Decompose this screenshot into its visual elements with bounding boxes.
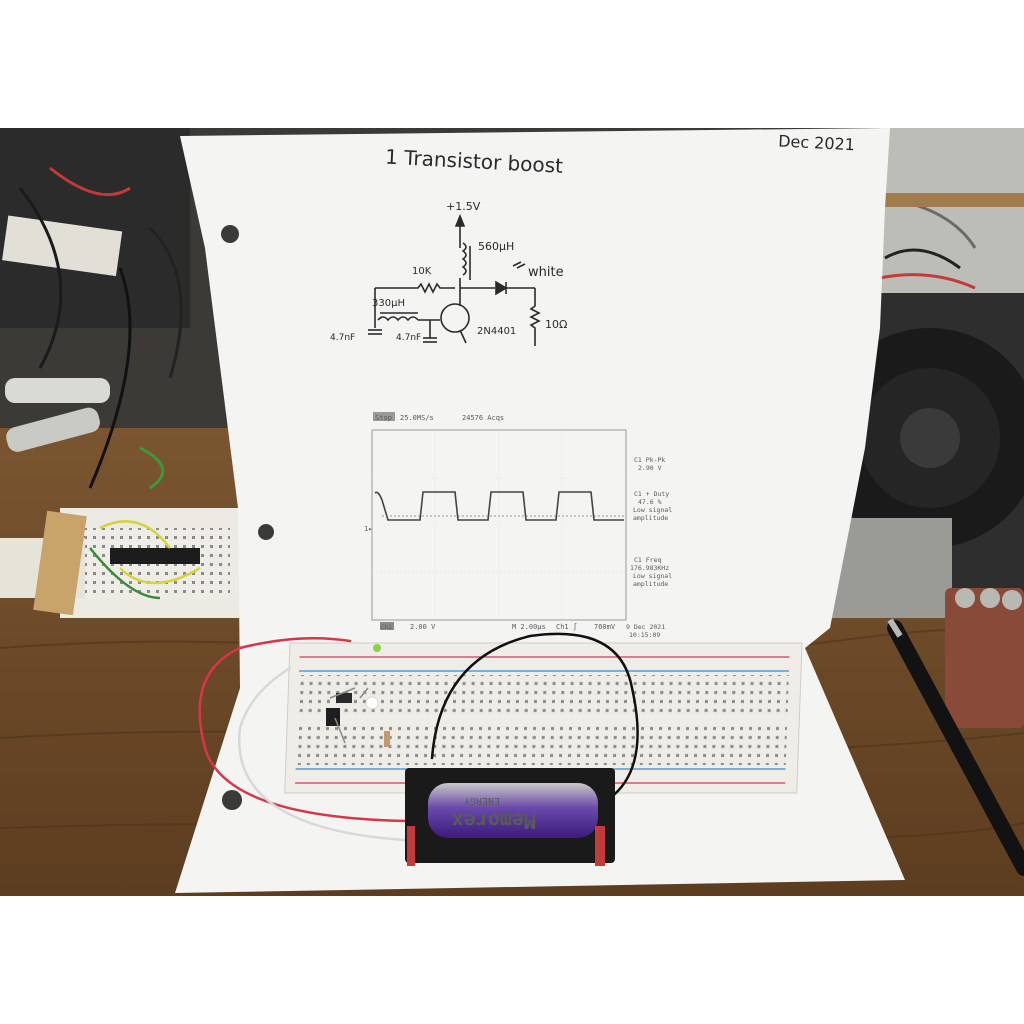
scope-ch1-label: Ch1 [381,624,392,631]
scope-freq-value: 176.983KHz [630,564,669,572]
battery-holder [405,768,615,863]
circuit-components [326,644,390,747]
scope-pkpk-value: 2.90 V [638,464,662,472]
left-breadboard-wires [89,520,201,600]
led-indicator [373,644,381,652]
main-breadboard [284,642,803,794]
label-inductor-main: 560μH [478,240,514,253]
battery-line: ENERGY [464,795,500,806]
scope-timebase: M 2.00μs [512,623,546,631]
pen [887,620,1024,876]
scope-trigger-level: 760mV [594,623,616,631]
label-inductor-feedback: 330μH [372,298,405,309]
label-transistor: 2N4401 [477,326,516,337]
scope-stop: Stop [375,414,392,422]
black-wire [430,632,639,800]
scope-acqs: 24576 Acqs [462,414,504,422]
scope-freq-note2: amplitude [633,580,668,588]
scope-time: 10:15:09 [629,631,660,639]
wires [198,632,639,842]
gray-cable-top [880,193,1024,207]
left-board [2,215,123,277]
label-resistor-load: 10Ω [545,318,567,331]
scope-duty-note2: amplitude [633,514,668,522]
scope-trace [374,491,624,521]
led-white [365,696,379,710]
scope-duty-value: 47.6 % [638,498,662,506]
battery-clip-left [407,826,415,866]
photo: 1 Transistor boost Dec 2021 +1.5V 560μH … [0,128,1024,896]
battery-brand: Memorex [452,809,536,833]
scope-freq-label: C1 Freq [634,556,661,564]
connector-pins [33,510,87,616]
scope-date: 9 Dec 2021 [626,623,665,631]
socket-tops [955,588,1022,610]
punch-hole-1 [221,225,239,243]
scope-duty-label: C1 + Duty [634,490,669,498]
scope-header: Stop 25.0MS/s 24576 Acqs [373,412,504,422]
scope-sample-rate: 25.0MS/s [400,414,434,422]
scope-pkpk-label: C1 Pk-Pk [634,456,665,464]
left-battery-2 [6,407,100,452]
svg-text:1▸: 1▸ [364,525,372,533]
ic-chip [110,548,200,564]
scope-freq-note1: Low signal [633,572,672,580]
battery-clip-right [595,826,605,866]
white-wire [237,666,407,842]
label-cap-right: 4.7nF [396,333,421,343]
punch-hole-3 [222,790,242,810]
scope-ch1-scale: 2.00 V [410,623,436,631]
page-date: Dec 2021 [778,131,856,154]
scope-footer: Ch1 2.00 V M 2.00μs Ch1 ∫ 760mV 9 Dec 20… [380,622,665,639]
left-wires [18,166,183,490]
left-battery-1 [5,378,110,403]
label-led: white [528,265,564,280]
scope-duty-note1: Low signal [633,506,672,514]
scope-side-readouts: C1 Pk-Pk 2.90 V C1 + Duty 47.6 % Low sig… [630,456,672,588]
label-resistor-base: 10K [412,266,432,277]
label-supply: +1.5V [446,200,481,213]
scope-trigger: Ch1 ∫ [556,622,577,631]
scope-stop-badge [373,412,395,421]
label-cap-left: 4.7nF [330,333,355,343]
inductor [336,693,352,703]
scope-ch1-badge [380,622,394,630]
socket-set [945,588,1024,728]
red-wire [198,636,412,823]
punch-hole-2 [258,524,274,540]
resistor [384,731,390,747]
schematic [368,213,541,346]
